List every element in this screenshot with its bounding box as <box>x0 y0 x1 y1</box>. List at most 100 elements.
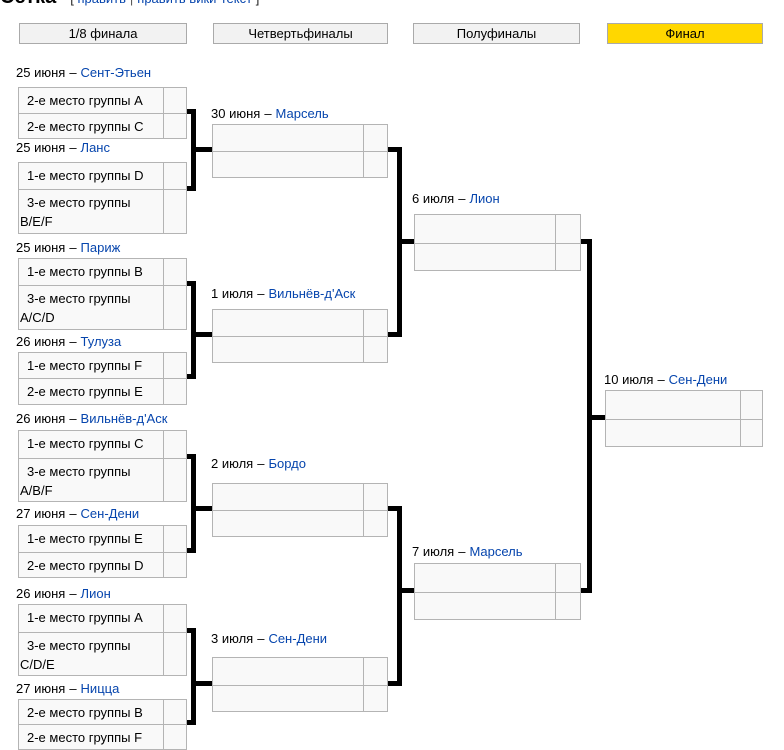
score-cell <box>555 593 580 619</box>
label-separator: – <box>458 544 466 559</box>
team-name: 1-е место группы C <box>27 436 144 451</box>
match-box-qf-1 <box>212 124 388 178</box>
score-cell <box>363 511 387 536</box>
bracket-connector <box>191 109 196 191</box>
bracket-connector <box>581 588 587 593</box>
match-city-link[interactable]: Марсель <box>275 106 329 121</box>
bracket-connector <box>388 681 397 686</box>
bracket-connector <box>196 506 212 511</box>
match-box-qf-4 <box>212 657 388 712</box>
match-date: 25 июня <box>16 140 66 155</box>
bracket-connector <box>187 454 191 459</box>
score-cell <box>363 310 387 336</box>
team-name <box>213 125 363 151</box>
score-cell <box>163 725 186 749</box>
bracket-connector <box>187 281 191 286</box>
score-cell <box>163 633 186 675</box>
label-separator: – <box>69 65 77 80</box>
team-row <box>415 564 580 592</box>
match-date: 26 июня <box>16 334 66 349</box>
team-name: 1-е место группы D <box>27 168 144 183</box>
team-row <box>213 510 387 536</box>
match-date: 27 июня <box>16 681 66 696</box>
match-box-r16-3: 1-е место группы B 3-е место группы A/C/… <box>18 258 187 330</box>
team-row <box>213 151 387 177</box>
match-city-link[interactable]: Сен-Дени <box>268 631 328 646</box>
match-city-link[interactable]: Марсель <box>469 544 523 559</box>
label-separator: – <box>657 372 665 387</box>
label-separator: – <box>69 506 77 521</box>
bracket-connector <box>587 239 592 593</box>
match-box-r16-6: 1-е место группы E 2-е место группы D <box>18 525 187 578</box>
team-row: 1-е место группы B <box>19 259 186 285</box>
score-cell <box>163 526 186 552</box>
team-row <box>606 419 762 446</box>
team-row: 1-е место группы C <box>19 431 186 458</box>
section-title: Сетка <box>0 0 56 8</box>
score-cell <box>363 337 387 362</box>
edit-source-link[interactable]: править вики-текст <box>137 0 252 6</box>
label-separator: – <box>69 140 77 155</box>
bracket-connector <box>187 374 191 379</box>
edit-link[interactable]: править <box>77 0 125 6</box>
score-cell <box>163 88 186 113</box>
match-label-r16-5: 26 июня–Вильнёв-д'Аск <box>16 411 167 427</box>
score-cell <box>555 244 580 270</box>
round-header-semifinals: Полуфиналы <box>413 23 580 44</box>
match-label-qf-1: 30 июня–Марсель <box>211 106 329 122</box>
match-city-link[interactable]: Вильнёв-д'Аск <box>268 286 356 301</box>
round-header-round-of-16: 1/8 финала <box>19 23 187 44</box>
match-date: 27 июня <box>16 506 66 521</box>
bracket-connector <box>397 147 402 337</box>
team-row <box>213 484 387 510</box>
bracket-connector <box>191 281 196 379</box>
match-city-link[interactable]: Тулуза <box>80 334 122 349</box>
bracket-connector <box>187 186 191 191</box>
team-row <box>213 658 387 685</box>
match-box-sf-1 <box>414 214 581 271</box>
edit-links-divider: | <box>130 0 133 6</box>
team-row <box>606 391 762 419</box>
match-city-link[interactable]: Сент-Этьен <box>80 65 152 80</box>
match-city-link[interactable]: Париж <box>80 240 121 255</box>
team-name: 2-е место группы E <box>27 384 143 399</box>
match-date: 6 июля <box>412 191 455 206</box>
bracket-connector <box>191 454 196 553</box>
score-cell <box>363 658 387 685</box>
match-box-r16-2: 1-е место группы D 3-е место группы B/E/… <box>18 162 187 234</box>
team-name <box>213 511 363 536</box>
label-separator: – <box>257 286 265 301</box>
match-city-link[interactable]: Сен-Дени <box>668 372 728 387</box>
match-city-link[interactable]: Ланс <box>80 140 110 155</box>
edit-open-bracket: [ <box>70 0 74 6</box>
match-city-link[interactable]: Лион <box>80 586 111 601</box>
match-box-r16-7: 1-е место группы A 3-е место группы C/D/… <box>18 604 187 676</box>
match-box-r16-5: 1-е место группы C 3-е место группы A/B/… <box>18 430 187 502</box>
match-label-r16-1: 25 июня–Сент-Этьен <box>16 65 151 81</box>
score-cell <box>163 379 186 404</box>
score-cell <box>163 259 186 285</box>
team-row <box>213 310 387 336</box>
edit-close-bracket: ] <box>256 0 260 6</box>
team-name: 2-е место группы C <box>27 119 144 134</box>
label-separator: – <box>257 456 265 471</box>
team-row: 1-е место группы A <box>19 605 186 632</box>
match-label-r16-6: 27 июня–Сен-Дени <box>16 506 139 522</box>
match-city-link[interactable]: Вильнёв-д'Аск <box>80 411 168 426</box>
bracket-connector <box>187 548 191 553</box>
match-city-link[interactable]: Ницца <box>80 681 120 696</box>
team-name: 2-е место группы B <box>27 705 143 720</box>
match-date: 25 июня <box>16 65 66 80</box>
team-name <box>213 152 363 177</box>
team-name: 3-е место группы C/D/E <box>20 638 131 672</box>
team-name <box>213 686 363 711</box>
team-name <box>606 420 740 446</box>
match-city-link[interactable]: Бордо <box>268 456 306 471</box>
match-box-r16-1: 2-е место группы A 2-е место группы C <box>18 87 187 139</box>
label-separator: – <box>69 411 77 426</box>
match-city-link[interactable]: Сен-Дени <box>80 506 140 521</box>
match-label-qf-4: 3 июля–Сен-Дени <box>211 631 327 647</box>
label-separator: – <box>264 106 272 121</box>
match-city-link[interactable]: Лион <box>469 191 500 206</box>
